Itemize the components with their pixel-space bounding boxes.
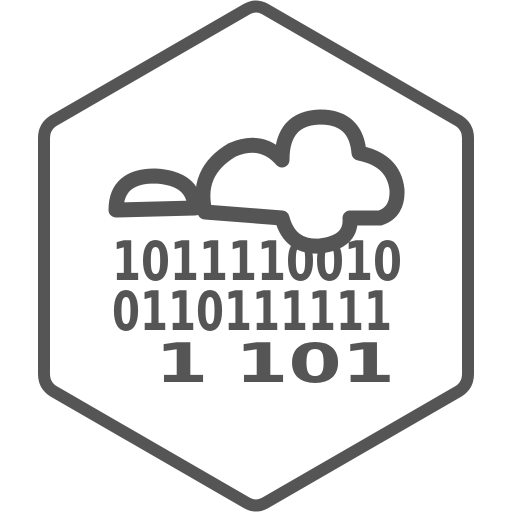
cloud-main: [195, 109, 405, 254]
binary-row-2: 0110111111: [112, 280, 392, 343]
cloud-icon: [108, 109, 405, 254]
hexagon-frame: [38, 0, 474, 512]
binary-row-3: 1 101: [155, 332, 395, 395]
binary-row-1: 1011110010: [112, 230, 402, 293]
cloud-small-left: [108, 168, 203, 218]
binary-digits: 1011110010 0110111111 1 101: [112, 230, 402, 395]
